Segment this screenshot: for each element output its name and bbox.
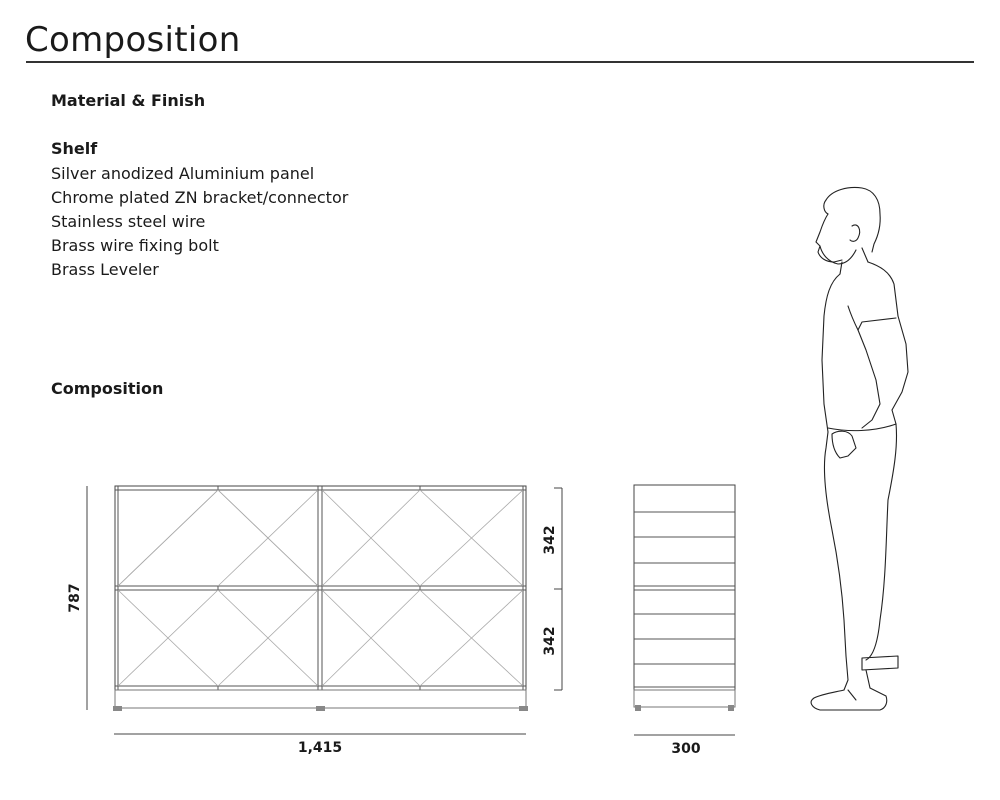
composition-heading: Composition [51, 379, 164, 398]
front-elevation [113, 485, 528, 711]
upper-spacing-label: 342 [542, 525, 558, 554]
width-dimension: 1,415 [114, 733, 526, 756]
depth-dimension: 300 [634, 734, 735, 757]
material-list: Silver anodized Aluminium panel Chrome p… [51, 162, 348, 282]
side-elevation [633, 484, 736, 711]
material-item: Brass Leveler [51, 260, 159, 279]
height-label: 787 [67, 583, 83, 612]
lower-spacing-label: 342 [542, 626, 558, 655]
material-item: Silver anodized Aluminium panel [51, 164, 315, 183]
shelf-spacing-dimension: 342 342 [542, 487, 563, 691]
shelf-heading: Shelf [51, 139, 98, 158]
depth-label: 300 [671, 741, 700, 757]
height-dimension: 787 [67, 486, 88, 710]
material-finish-heading: Material & Finish [51, 91, 206, 110]
material-item: Chrome plated ZN bracket/connector [51, 188, 349, 207]
width-label: 1,415 [298, 740, 342, 756]
material-item: Stainless steel wire [51, 212, 206, 231]
title-divider [26, 61, 974, 63]
material-item: Brass wire fixing bolt [51, 236, 219, 255]
page-title: Composition [25, 20, 241, 60]
human-scale-figure [810, 186, 909, 711]
